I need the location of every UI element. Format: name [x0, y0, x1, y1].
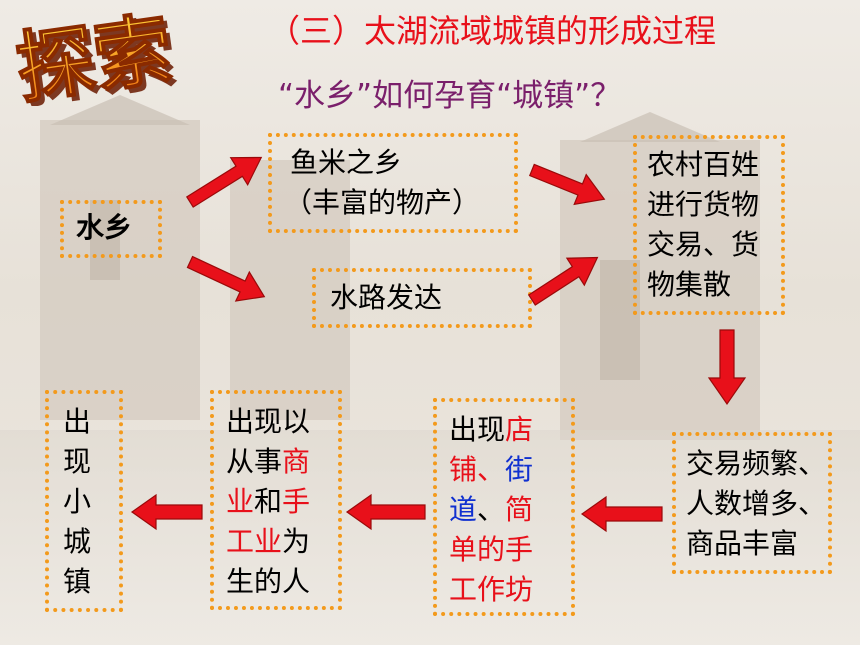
dianpu-l3c: 简: [505, 493, 534, 526]
congshi-l1: 出现以: [226, 405, 311, 438]
congshi-l3c: 手: [282, 485, 311, 518]
xcz-4: 城: [63, 525, 92, 558]
xcz-2: 现: [63, 445, 92, 478]
arrow-nongcun-to-jiaoyi: [707, 329, 747, 406]
congshi-l2b: 商: [282, 445, 311, 478]
arrow-congshi-to-xiaochengzhen: [130, 493, 203, 531]
node-jiaoyi: 交易频繁、 人数增多、 商品丰富: [672, 432, 832, 574]
node-congshi: 出现以 从事商 业和手 工业为 生的人: [210, 390, 342, 610]
dianpu-l5: 工作坊: [449, 573, 534, 606]
dianpu-l1a: 出现: [449, 413, 506, 446]
node-nongcun-line1: 农村百姓: [647, 148, 760, 181]
page-subtitle: “水乡”如何孕育“城镇”？: [278, 78, 622, 114]
congshi-l3a: 业: [226, 485, 255, 518]
node-yumi-line2: （丰富的物产）: [284, 186, 481, 219]
node-yumi: 鱼米之乡 （丰富的物产）: [268, 133, 518, 233]
dianpu-l4: 单的手: [449, 533, 534, 566]
dianpu-l2a: 铺、: [449, 453, 506, 486]
arrow-dianpu-to-congshi: [345, 493, 426, 531]
node-nongcun-line2: 进行货物: [647, 188, 760, 221]
arrow-shuilu-to-nongcun: [527, 256, 599, 306]
page-title: （三）太湖流域城镇的形成过程: [268, 12, 717, 50]
node-yumi-line1: 鱼米之乡: [290, 146, 403, 179]
arrow-jiaoyi-to-dianpu: [580, 495, 663, 533]
node-nongcun-line3: 交易、货: [647, 228, 760, 261]
node-jiaoyi-line3: 商品丰富: [686, 527, 799, 560]
congshi-l4a: 工业: [226, 525, 283, 558]
node-shuixiang-label: 水乡: [76, 211, 133, 244]
xcz-3: 小: [63, 485, 92, 518]
xcz-1: 出: [63, 405, 92, 438]
congshi-l5: 生的人: [226, 565, 311, 598]
node-jiaoyi-line2: 人数增多、: [686, 487, 827, 520]
arrow-shuixiang-to-yumi: [185, 156, 263, 208]
node-nongcun: 农村百姓 进行货物 交易、货 物集散: [633, 135, 785, 315]
arrow-shuixiang-to-shuilu: [186, 255, 266, 302]
congshi-l4b: 为: [282, 525, 311, 558]
dianpu-l1b: 店: [505, 413, 534, 446]
dianpu-l3a: 道: [449, 493, 478, 526]
dianpu-l2b: 街: [505, 453, 534, 486]
node-xiaochengzhen: 出 现 小 城 镇: [45, 390, 123, 612]
congshi-l2a: 从事: [226, 445, 283, 478]
node-nongcun-line4: 物集散: [647, 268, 732, 301]
node-shuilu-label: 水路发达: [330, 281, 443, 314]
node-jiaoyi-line1: 交易频繁、: [686, 447, 827, 480]
dianpu-l3b: 、: [477, 493, 506, 526]
svg-text:探索: 探索: [11, 6, 178, 106]
xcz-5: 镇: [63, 565, 92, 598]
congshi-l3b: 和: [254, 485, 283, 518]
explore-logo: 探索 探索: [10, 6, 182, 106]
arrow-yumi-to-nongcun: [528, 163, 606, 206]
node-shuixiang: 水乡: [60, 200, 162, 258]
node-dianpu: 出现店 铺、街 道、简 单的手 工作坊: [433, 398, 575, 616]
